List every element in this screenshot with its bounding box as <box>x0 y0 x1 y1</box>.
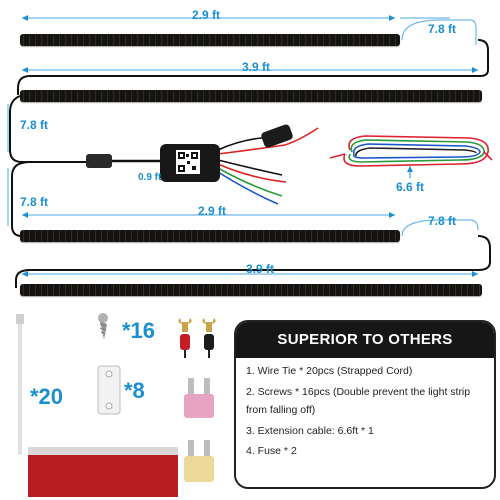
extension-length-label: 6.6 ft <box>396 180 425 194</box>
list-item: 2. Screws * 16pcs (Double prevent the li… <box>246 385 471 417</box>
led-strip-2 <box>20 90 482 102</box>
fuse-yellow-illustration <box>184 440 214 482</box>
cable-controller-to-strip3 <box>11 161 88 237</box>
cable-strip3-to-strip4 <box>15 235 491 288</box>
screw-count: *16 <box>122 318 156 343</box>
spade-terminals-illustration <box>178 318 216 358</box>
led-strip-1 <box>20 34 400 46</box>
list-item: 4. Fuse * 2 <box>246 445 297 457</box>
strip3-length-label: 2.9 ft <box>198 204 227 218</box>
screw-illustration <box>98 313 108 340</box>
led-strip-3 <box>20 230 400 242</box>
extension-cable-coil <box>329 135 493 167</box>
list-item: 3. Extension cable: 6.6ft * 1 <box>246 424 374 437</box>
package-contents-panel: SUPERIOR TO OTHERS 1. Wire Tie * 20pcs (… <box>234 320 496 489</box>
mounting-clip-illustration <box>97 365 121 415</box>
strip1-length-label: 2.9 ft <box>192 8 221 22</box>
cable3-length-label: 7.8 ft <box>428 214 457 228</box>
panel-title: SUPERIOR TO OTHERS <box>236 322 494 358</box>
clip-count: *8 <box>124 378 145 403</box>
fuse-holder <box>261 124 293 148</box>
cable-strip2-to-controller <box>9 95 88 163</box>
strip2-length-label: 3.9 ft <box>242 60 271 74</box>
cable-strip1-to-strip2 <box>17 39 489 95</box>
fuse-pink-illustration <box>184 378 214 418</box>
wire-tie-count: *20 <box>30 384 64 409</box>
list-item: 1. Wire Tie * 20pcs (Strapped Cord) <box>246 365 413 377</box>
cable1-length-label: 7.8 ft <box>428 22 457 36</box>
controller-lead-label: 0.9 ft <box>138 172 162 183</box>
wire-tie-illustration <box>16 314 24 455</box>
led-strip-4 <box>20 284 482 296</box>
panel-list: 1. Wire Tie * 20pcs (Strapped Cord) 2. S… <box>246 362 486 463</box>
adhesive-pad-illustration <box>28 447 178 497</box>
strip4-length-label: 3.9 ft <box>246 262 275 276</box>
left-cable-top-label: 7.8 ft <box>20 118 49 132</box>
left-cable-bottom-label: 7.8 ft <box>20 195 49 209</box>
controller-connector <box>86 154 112 168</box>
